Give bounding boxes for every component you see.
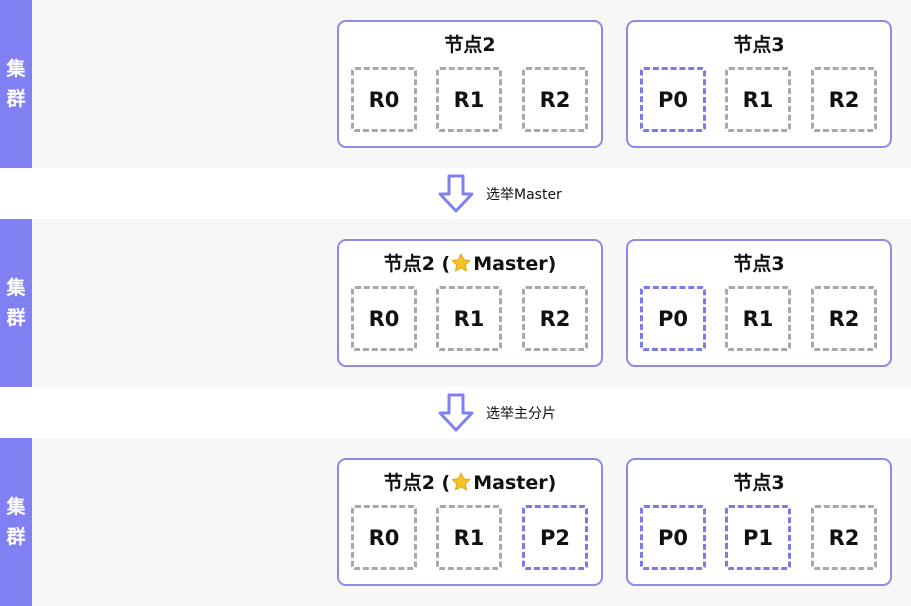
replica-shard: R1: [725, 286, 791, 351]
replica-shard: R1: [436, 67, 502, 132]
primary-shard: P1: [725, 505, 791, 570]
master-label: Master): [473, 253, 557, 275]
star-icon: [451, 472, 471, 491]
master-label: Master): [473, 472, 557, 494]
down-arrow-icon: [438, 174, 474, 213]
node-title: 节点3: [628, 468, 890, 495]
node-title: 节点3: [628, 30, 890, 57]
cluster-label-char: 集: [6, 58, 26, 80]
cluster-label: 集群: [0, 219, 32, 387]
cluster-label-char: 群: [6, 526, 26, 548]
node-name: 节点3: [733, 34, 785, 56]
replica-shard: R0: [351, 505, 417, 570]
down-arrow-icon: [438, 393, 474, 432]
transition-step: 选举Master: [0, 168, 911, 219]
star-icon: [451, 253, 471, 272]
step-label: 选举主分片: [486, 406, 556, 422]
node-name: 节点2 (: [383, 472, 451, 494]
node-title: 节点2 ( Master): [339, 249, 601, 276]
cluster-label: 集群: [0, 438, 32, 606]
replica-shard: R1: [725, 67, 791, 132]
replica-shard: R0: [351, 67, 417, 132]
node-name: 节点3: [733, 472, 785, 494]
primary-shard: P2: [522, 505, 588, 570]
replica-shard: R2: [811, 286, 877, 351]
primary-shard: P0: [640, 286, 706, 351]
node-box: 节点2 ( Master) R0 R1 R2: [337, 239, 603, 367]
replica-shard: R2: [811, 505, 877, 570]
cluster-label: 集群: [0, 0, 32, 168]
replica-shard: R1: [436, 286, 502, 351]
node-title: 节点2 ( Master): [339, 468, 601, 495]
step-label: 选举Master: [486, 187, 562, 203]
replica-shard: R2: [811, 67, 877, 132]
node-title: 节点2: [339, 30, 601, 57]
replica-shard: R0: [351, 286, 417, 351]
cluster-label-char: 集: [6, 496, 26, 518]
node-title: 节点3: [628, 249, 890, 276]
replica-shard: R1: [436, 505, 502, 570]
primary-shard: P0: [640, 505, 706, 570]
replica-shard: R2: [522, 286, 588, 351]
cluster-label-char: 群: [6, 88, 26, 110]
node-name: 节点3: [733, 253, 785, 275]
transition-step: 选举主分片: [0, 387, 911, 438]
node-name: 节点2: [444, 34, 496, 56]
cluster-label-char: 集: [6, 277, 26, 299]
primary-shard: P0: [640, 67, 706, 132]
node-name: 节点2 (: [383, 253, 451, 275]
node-box: 节点2 ( Master) R0 R1 P2: [337, 458, 603, 586]
cluster-label-char: 群: [6, 307, 26, 329]
replica-shard: R2: [522, 67, 588, 132]
